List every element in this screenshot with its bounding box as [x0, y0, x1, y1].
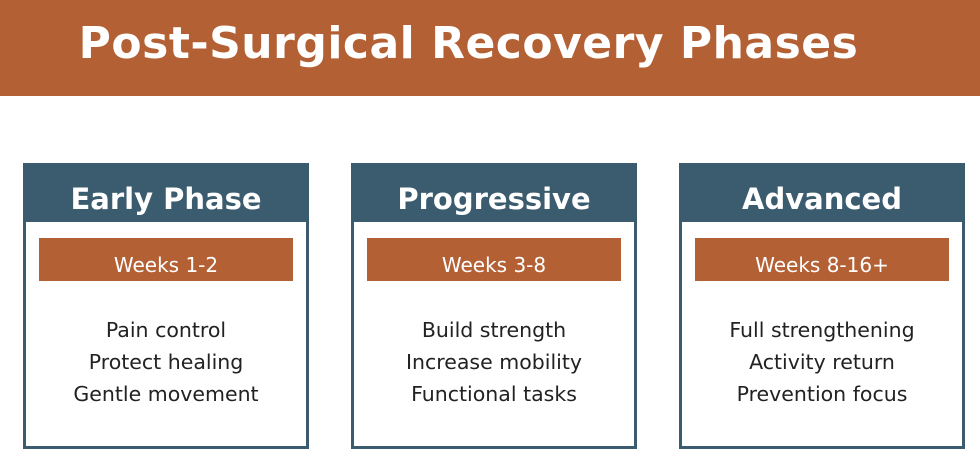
phase-goal: Activity return — [749, 350, 895, 374]
phase-goal: Full strengthening — [729, 318, 915, 342]
phase-card-progressive: Progressive Weeks 3-8 Build strength Inc… — [351, 163, 637, 449]
phase-goal: Functional tasks — [411, 382, 577, 406]
phase-goal: Prevention focus — [736, 382, 908, 406]
phase-weeks-label: Weeks 8-16+ — [755, 252, 889, 277]
phase-weeks-label: Weeks 1-2 — [113, 252, 219, 277]
phase-weeks-label: Weeks 3-8 — [441, 252, 547, 277]
phase-goal: Increase mobility — [405, 350, 583, 374]
phase-card-header: Progressive — [354, 166, 634, 222]
phase-title: Advanced — [742, 182, 902, 216]
phase-card-header: Early Phase — [26, 166, 306, 222]
phase-goals-list: Build strength Increase mobility Functio… — [354, 314, 634, 410]
phase-goals-list: Pain control Protect healing Gentle move… — [26, 314, 306, 410]
phase-card-early: Early Phase Weeks 1-2 Pain control Prote… — [23, 163, 309, 449]
phase-goal: Pain control — [105, 318, 227, 342]
phase-goal: Build strength — [421, 318, 567, 342]
phase-title: Early Phase — [70, 182, 262, 216]
phase-goal: Gentle movement — [73, 382, 259, 406]
phase-weeks-badge: Weeks 3-8 — [367, 238, 621, 281]
page-header: Post-Surgical Recovery Phases — [0, 0, 980, 96]
phase-title: Progressive — [397, 182, 591, 216]
phase-card-advanced: Advanced Weeks 8-16+ Full strengthening … — [679, 163, 965, 449]
phase-weeks-badge: Weeks 8-16+ — [695, 238, 949, 281]
page-title: Post-Surgical Recovery Phases — [78, 17, 859, 69]
phase-goal: Protect healing — [88, 350, 244, 374]
phase-goals-list: Full strengthening Activity return Preve… — [682, 314, 962, 410]
phase-card-header: Advanced — [682, 166, 962, 222]
phase-weeks-badge: Weeks 1-2 — [39, 238, 293, 281]
